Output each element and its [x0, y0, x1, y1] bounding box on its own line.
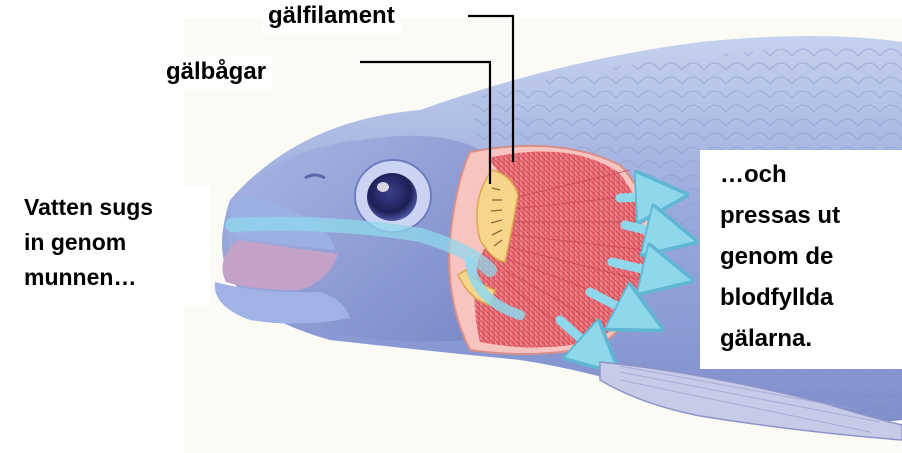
out-arrow-1 [620, 196, 662, 198]
water-out-line: …och [720, 154, 900, 195]
eye-iris [367, 173, 417, 221]
eye-highlight [377, 182, 389, 192]
water-in-line: in genom [24, 225, 204, 260]
label-water-in: Vatten sugs in genom munnen… [18, 186, 210, 305]
water-out-line: genom de [720, 236, 900, 277]
water-out-line: blodfyllda [720, 277, 900, 318]
water-out-line: pressas ut [720, 195, 900, 236]
water-in-line: Vatten sugs [24, 190, 204, 225]
label-gill-filaments: gälfilament [262, 0, 401, 33]
water-in-line: munnen… [24, 260, 204, 295]
water-out-line: gälarna. [720, 318, 900, 359]
label-water-out: …och pressas ut genom de blodfyllda gäla… [700, 150, 902, 369]
label-gill-arches: gälbågar [160, 56, 272, 89]
